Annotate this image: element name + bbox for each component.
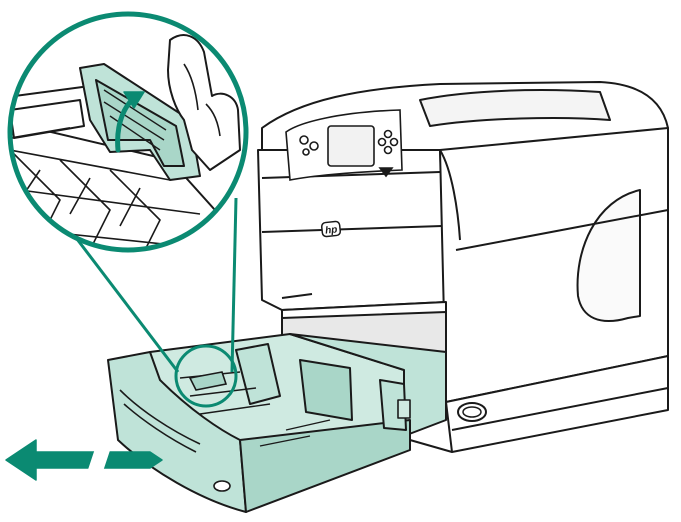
magnified-floor-grid — [10, 149, 221, 250]
printer-output-bin — [419, 89, 611, 127]
control-panel-nav-up — [383, 129, 393, 139]
printer-side-handle-recess — [576, 189, 641, 322]
paper-tray-bottom-edge — [239, 419, 411, 513]
paper-tray-guide-center — [299, 359, 353, 421]
magnified-hand — [167, 34, 241, 171]
control-panel-nav-select — [389, 137, 399, 147]
magnified-tray-detail — [10, 34, 246, 250]
hp-logo-text: hp — [325, 224, 338, 236]
printer-side-oval-button — [457, 402, 487, 422]
control-panel-nav-down — [383, 145, 393, 155]
pull-arrow-tail-break — [87, 447, 111, 473]
control-panel — [285, 109, 403, 181]
pull-direction-arrow-icon — [5, 439, 163, 481]
paper-tray-icon — [107, 333, 447, 513]
magnifier-callout-icon — [7, 11, 249, 373]
control-panel-nav-back — [377, 137, 387, 147]
paper-tray-latch — [213, 480, 231, 492]
magnifier-lens-ring — [7, 11, 249, 253]
control-panel-button-1 — [299, 135, 309, 145]
printer-front-label — [281, 293, 313, 299]
control-panel-arrow — [378, 167, 394, 178]
magnified-hand-fingers — [183, 63, 221, 137]
control-panel-button-2 — [309, 141, 319, 151]
magnified-teal-flap-inner — [95, 79, 185, 167]
lift-arrow-icon — [115, 97, 135, 153]
control-panel-display — [327, 125, 375, 167]
magnifier-cone-right — [230, 197, 238, 373]
tray-detail-marker — [174, 344, 238, 408]
tray-detail-marker-part — [188, 371, 228, 391]
printer-side-edge — [439, 149, 669, 251]
pull-arrow-head — [5, 439, 37, 481]
hp-logo-badge — [320, 220, 342, 238]
paper-tray-side-clip — [397, 399, 411, 419]
control-panel-button-3 — [302, 148, 310, 156]
paper-tray-handle — [119, 389, 201, 453]
hp-logo: hp — [320, 220, 342, 238]
lift-arrow-head — [123, 91, 145, 109]
